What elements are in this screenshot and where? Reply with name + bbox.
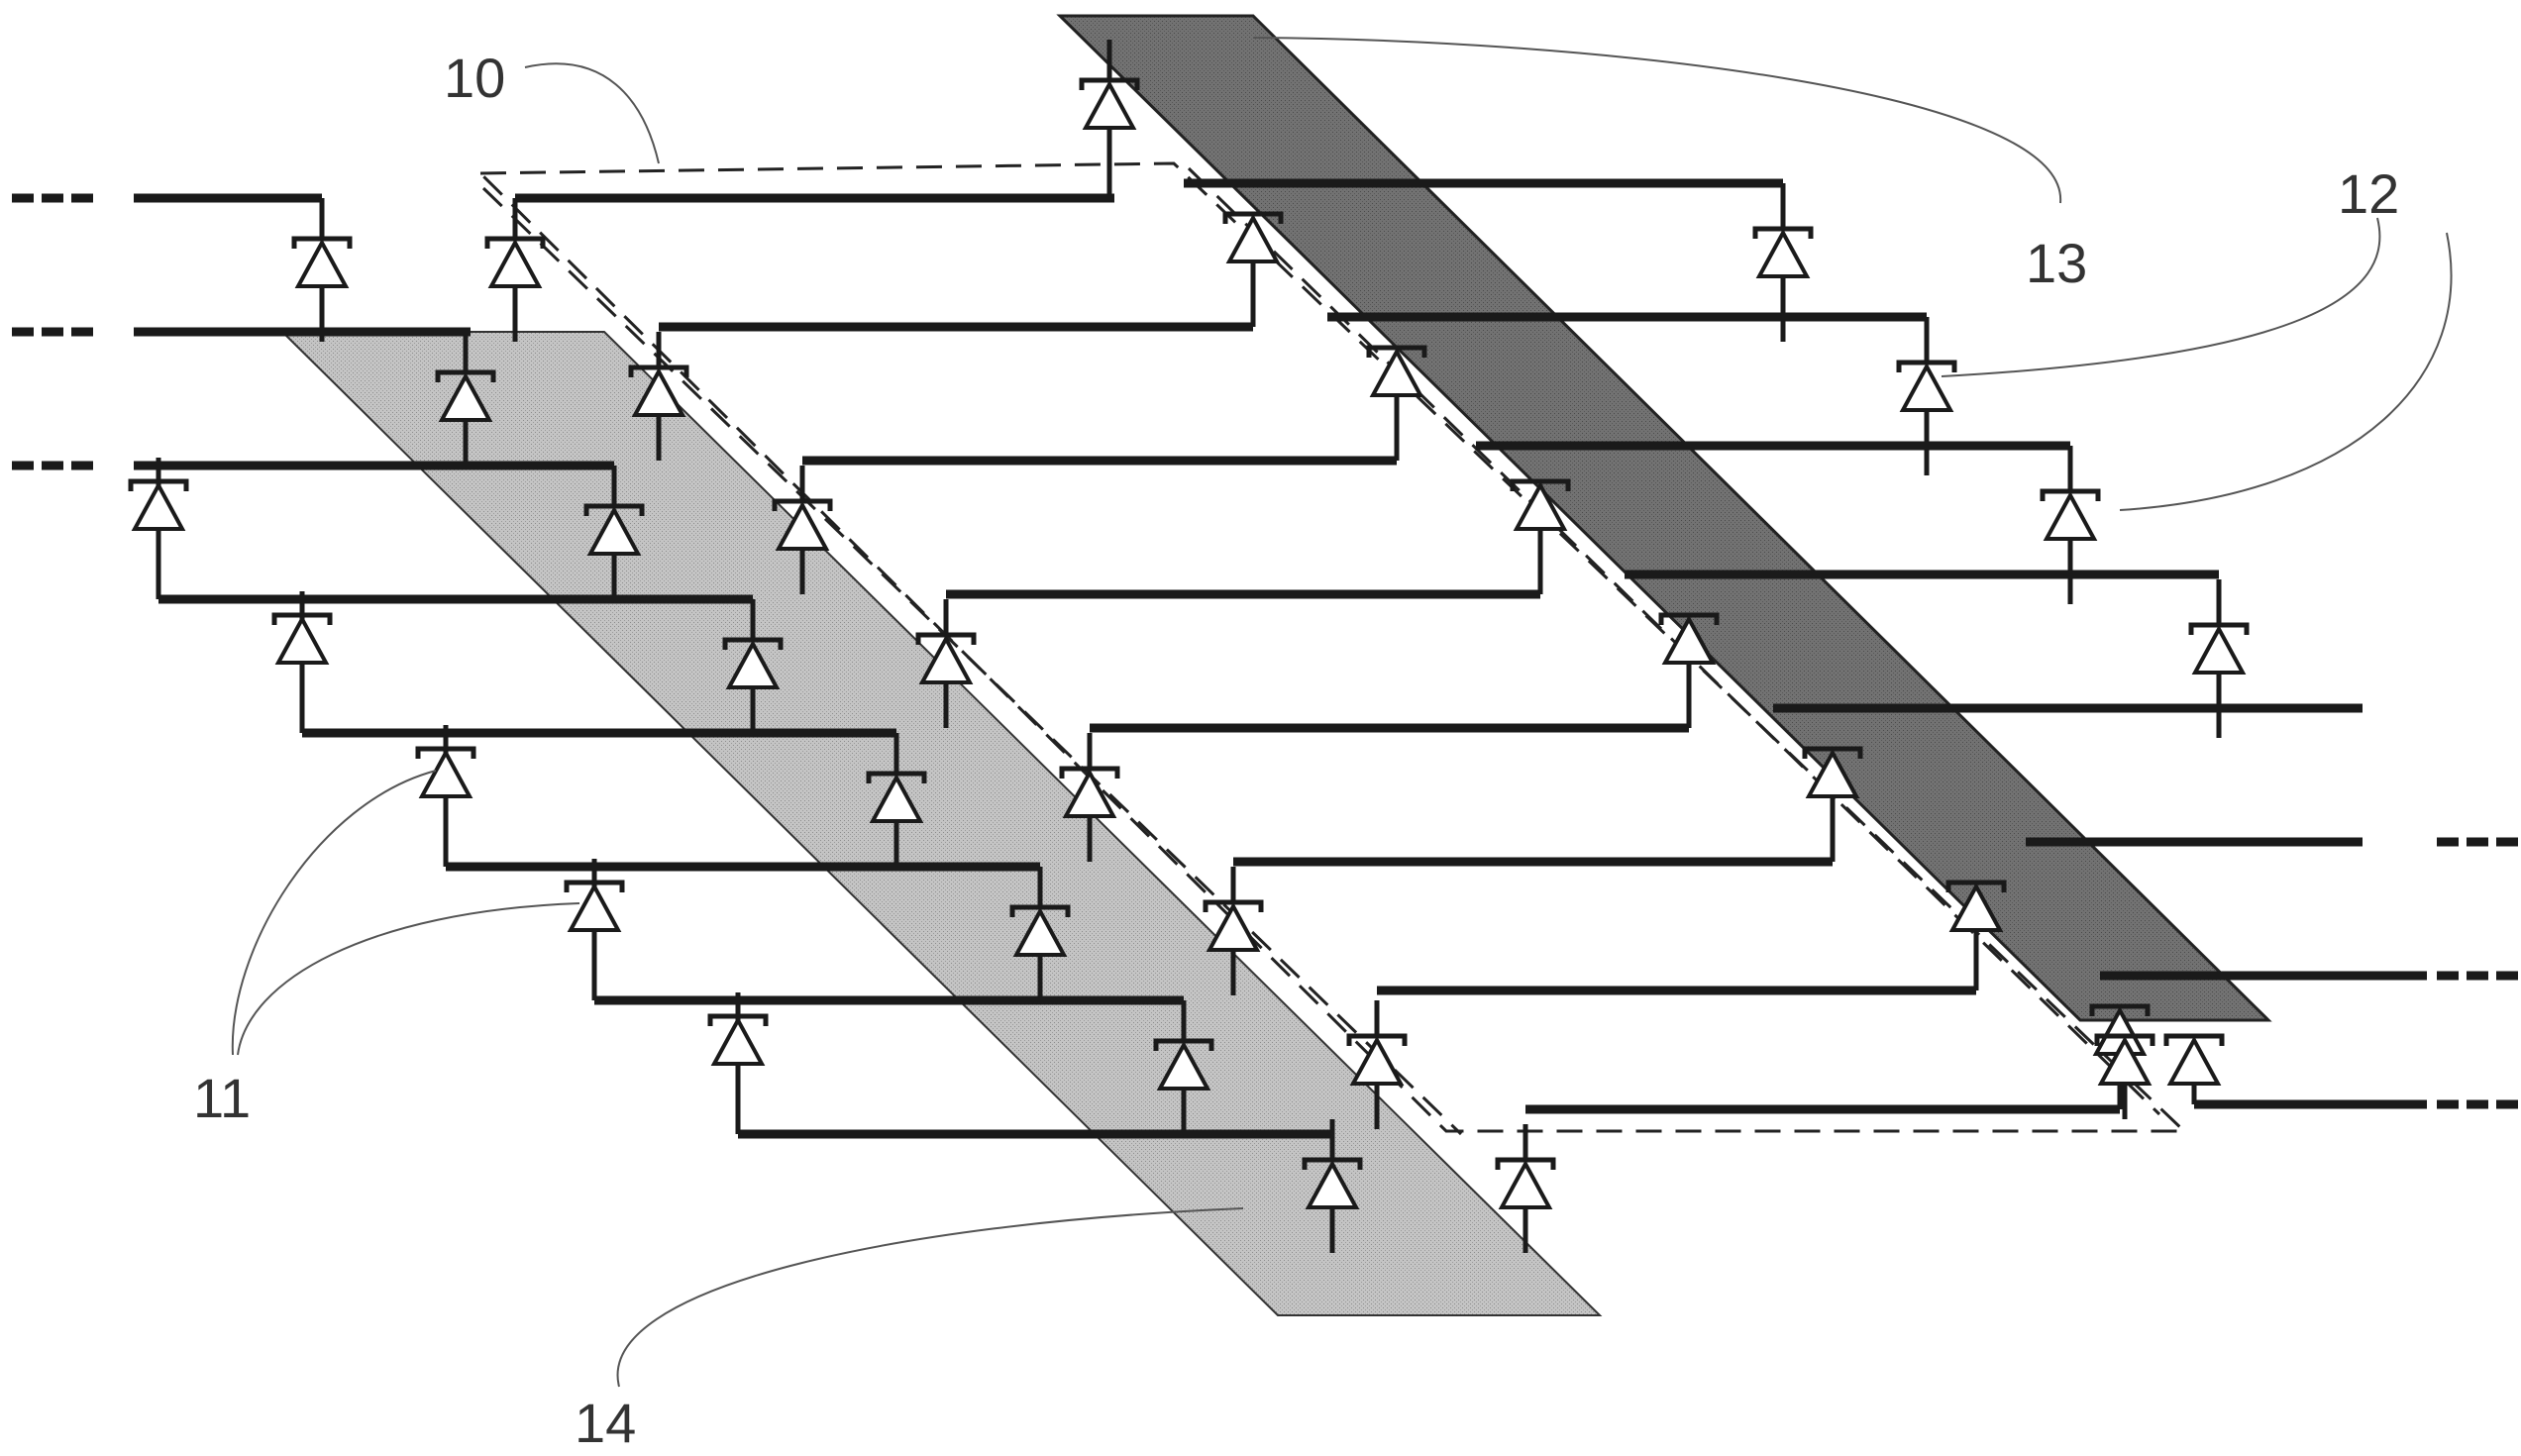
diode-icon <box>1896 360 1957 412</box>
diode-icon <box>1009 904 1071 957</box>
diode-icon <box>722 637 784 689</box>
wiring-group <box>12 40 2518 1253</box>
ref-label-12: 12 <box>2338 162 2399 225</box>
diode-icon <box>1802 746 1863 798</box>
diode-icon <box>1658 612 1720 665</box>
diode-icon <box>1752 226 1814 278</box>
diode-icon <box>1203 899 1264 952</box>
diode-icon <box>1346 1033 1408 1086</box>
diode-icon <box>628 364 689 417</box>
dashed-inner-edge <box>481 186 1463 1136</box>
diode-icon <box>128 478 189 531</box>
leader-11-b <box>237 902 580 1056</box>
ref-label-10: 10 <box>444 47 505 109</box>
diode-icon <box>1302 1157 1363 1209</box>
dark-strip-13 <box>1056 14 2272 1022</box>
leader-14 <box>616 1207 1244 1388</box>
leader-10 <box>524 62 660 164</box>
diode-icon <box>707 1013 769 1066</box>
diode-icon <box>271 612 333 665</box>
diode-icon <box>564 880 625 932</box>
diode-icon <box>1153 1038 1214 1091</box>
diode-icon <box>1510 478 1571 531</box>
light-strip-14 <box>279 331 1603 1316</box>
diode-icon <box>2163 1033 2225 1086</box>
diode-icon <box>2094 1033 2155 1086</box>
diode-icon <box>2040 488 2101 541</box>
leader-11-a <box>231 770 437 1056</box>
leader-13 <box>1252 37 2062 204</box>
diode-icon <box>1059 766 1120 818</box>
ref-label-14: 14 <box>575 1392 636 1454</box>
diode-icon <box>866 771 927 823</box>
diode-icon <box>1079 77 1140 130</box>
ref-label-11: 11 <box>193 1067 251 1129</box>
ref-label-13: 13 <box>2026 232 2087 294</box>
diode-icon <box>415 746 476 798</box>
dashed-inner-edge-right <box>1187 166 2161 1116</box>
diode-icon <box>2188 622 2250 675</box>
diode-icon <box>772 498 833 551</box>
diode-icon <box>484 236 546 288</box>
diode-icon <box>291 236 353 288</box>
leader-12-b <box>2119 232 2453 511</box>
leader-lines <box>231 37 2453 1388</box>
diode-icon <box>435 369 496 422</box>
diode-icon <box>1366 345 1427 397</box>
diode-icon <box>915 632 977 684</box>
diode-icon <box>1495 1157 1556 1209</box>
diode-icon <box>1945 880 2007 932</box>
diode-icon <box>1222 211 1284 263</box>
diode-icon <box>583 503 645 556</box>
diode-group <box>128 77 2250 1209</box>
leader-12-a <box>1941 217 2381 377</box>
